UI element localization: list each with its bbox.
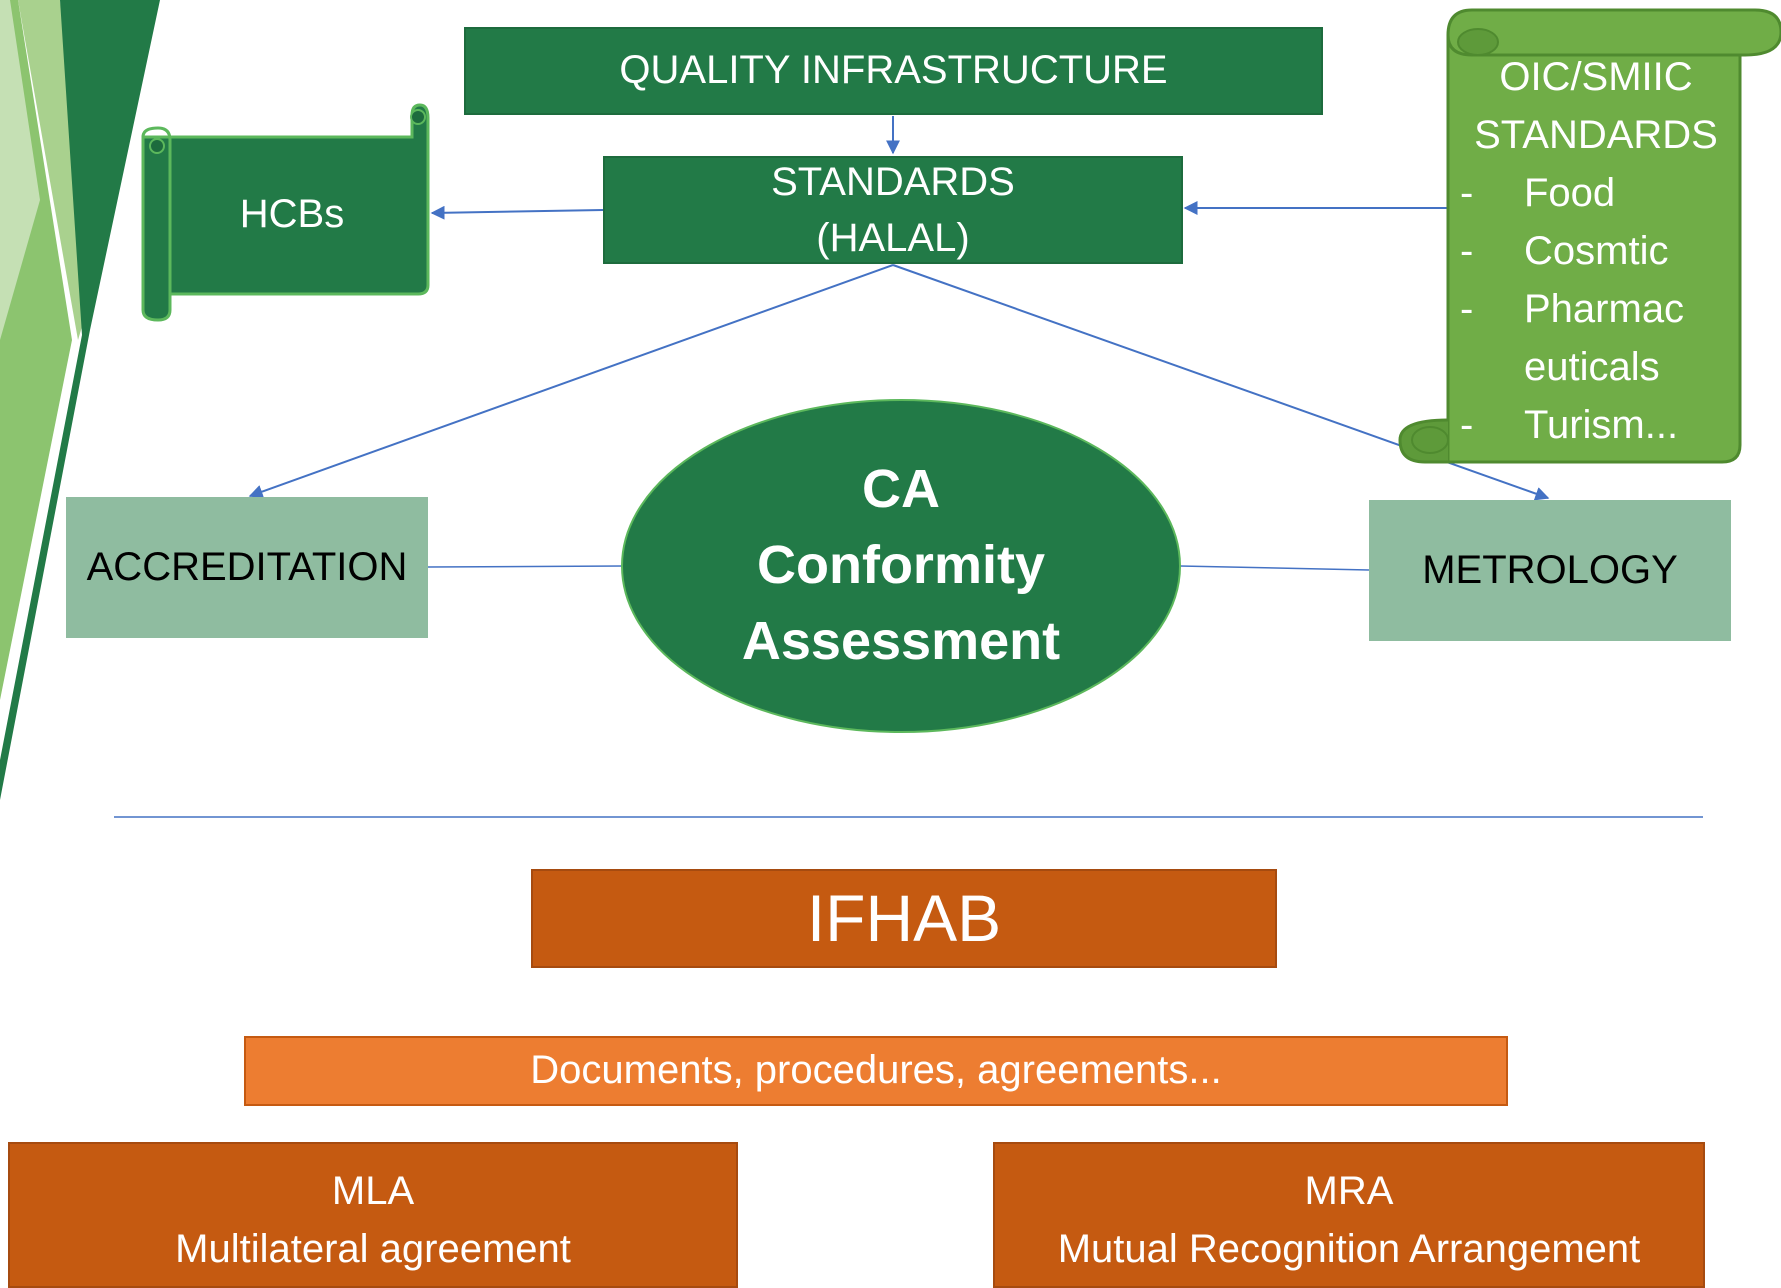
metrology-box: METROLOGY: [1369, 500, 1731, 641]
connector-standards-hcbs: [430, 205, 604, 220]
hcbs-scroll-shape: [141, 103, 430, 322]
documents-box: Documents, procedures, agreements...: [244, 1036, 1508, 1106]
ifhab-label: IFHAB: [806, 881, 1002, 956]
ca-ellipse: [621, 399, 1181, 733]
oic-title-line2: STANDARDS: [1474, 113, 1718, 157]
oic-item-pharmaceuticals-cont: euticals: [1524, 345, 1660, 389]
quality-infrastructure-box: QUALITY INFRASTRUCTURE: [464, 27, 1323, 115]
ca-text-block: CA Conformity Assessment: [640, 445, 1162, 685]
oic-standards-list: -Food -Cosmtic -Pharmac euticals -Turism…: [1460, 164, 1732, 454]
ca-abbreviation: CA: [862, 459, 940, 519]
connector-standards-accreditation: [248, 264, 894, 499]
ifhab-box: IFHAB: [531, 869, 1277, 968]
oic-item-tourism: -Turism...: [1460, 403, 1679, 447]
mra-label: Mutual Recognition Arrangement: [1057, 1227, 1641, 1271]
oic-item-food: -Food: [1460, 171, 1616, 215]
quality-infrastructure-label: QUALITY INFRASTRUCTURE: [619, 48, 1168, 93]
oic-scroll-shape: [1398, 8, 1781, 464]
oic-smiic-standards-panel: OIC/SMIIC STANDARDS -Food -Cosmtic -Phar…: [1460, 48, 1732, 454]
accreditation-label: ACCREDITATION: [86, 544, 408, 589]
hcbs-box: HCBs: [172, 150, 412, 280]
ca-conformity-label: Conformity: [757, 535, 1045, 595]
mla-label: Multilateral agreement: [175, 1227, 571, 1271]
mra-abbreviation: MRA: [1304, 1169, 1394, 1213]
ca-assessment-label: Assessment: [741, 611, 1061, 671]
documents-label: Documents, procedures, agreements...: [530, 1048, 1222, 1093]
accreditation-box: ACCREDITATION: [66, 497, 428, 638]
oic-title-line1: OIC/SMIIC: [1499, 55, 1693, 99]
mla-abbreviation: MLA: [331, 1169, 415, 1213]
standards-box: STANDARDS (HALAL): [603, 156, 1183, 264]
oic-item-cosmetic: -Cosmtic: [1460, 229, 1669, 273]
hcbs-label: HCBs: [239, 192, 345, 237]
metrology-label: METROLOGY: [1422, 547, 1678, 592]
mra-box: MRA Mutual Recognition Arrangement: [993, 1142, 1705, 1288]
mla-box: MLA Multilateral agreement: [8, 1142, 738, 1288]
standards-label: STANDARDS: [771, 160, 1015, 204]
oic-item-pharmaceuticals: -Pharmac: [1460, 287, 1685, 331]
left-decorative-stripes: [0, 0, 160, 800]
standards-halal-label: (HALAL): [816, 216, 970, 260]
connector-accreditation-ca: [427, 565, 624, 568]
connector-ca-metrology: [1179, 565, 1370, 571]
